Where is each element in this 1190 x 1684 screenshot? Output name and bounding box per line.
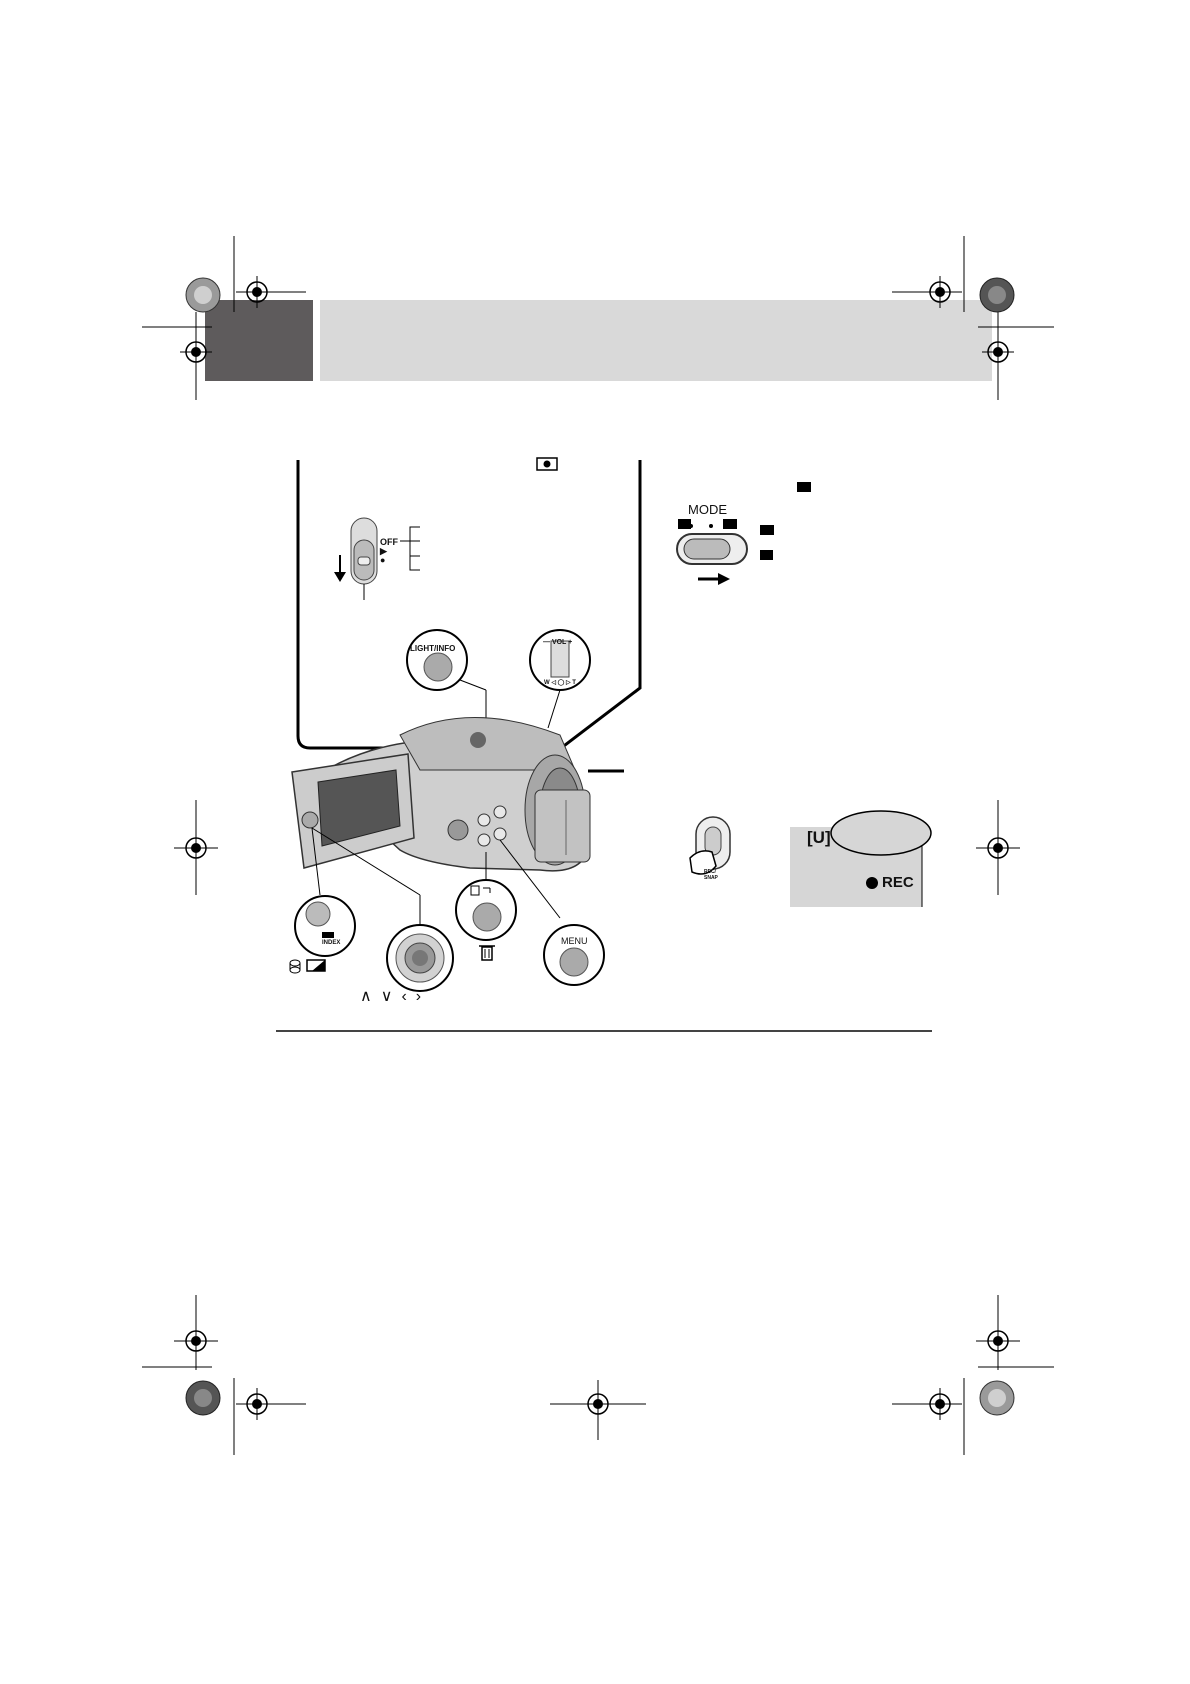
camcorder-body	[291, 717, 591, 872]
menu-label: MENU	[561, 936, 588, 946]
record-icon	[536, 457, 558, 471]
power-switch[interactable]	[334, 517, 378, 600]
trash-icon	[479, 945, 495, 961]
lcd-mode-indicator: [U]	[807, 828, 831, 847]
index-label: INDEX	[322, 940, 341, 946]
zoom-wt-label: W ◁ ◯ ▷ T	[544, 680, 576, 686]
section-divider	[276, 1030, 932, 1032]
mode-switch[interactable]	[676, 519, 748, 585]
hdd-icon	[289, 959, 301, 974]
right-arrow-icon: ›	[415, 988, 431, 1005]
light-info-label: LIGHT/INFO	[410, 644, 456, 653]
camera-icon	[678, 519, 691, 529]
header-band	[320, 300, 992, 381]
battery-icon	[306, 959, 326, 972]
record-icon	[866, 877, 878, 889]
zoom-lever[interactable]	[529, 629, 591, 729]
power-switch-labels: OFF ▶ ●	[380, 537, 398, 565]
rec-snap-button[interactable]	[689, 816, 731, 875]
index-button[interactable]	[294, 895, 356, 957]
delete-button[interactable]	[455, 879, 517, 941]
up-arrow-icon: ∧	[360, 988, 381, 1005]
lcd-status-screen	[790, 810, 932, 907]
chapter-tab	[205, 300, 313, 381]
down-arrow-icon: ∨	[380, 988, 402, 1005]
movie-camera-icon	[760, 525, 774, 535]
rec-snap-label: REC/ SNAP	[704, 869, 718, 881]
left-arrow-icon: ‹	[401, 988, 416, 1005]
menu-button[interactable]	[543, 924, 605, 986]
joystick[interactable]	[386, 924, 454, 992]
movie-camera-icon	[723, 519, 737, 529]
camera-icon	[760, 550, 773, 560]
movie-camera-icon	[797, 482, 811, 492]
nav-arrows: ∧∨‹›	[360, 986, 430, 1006]
mode-label: MODE	[688, 502, 727, 517]
lcd-rec-status: REC	[882, 874, 914, 891]
zoom-vol-label: — VOL +	[543, 639, 573, 646]
